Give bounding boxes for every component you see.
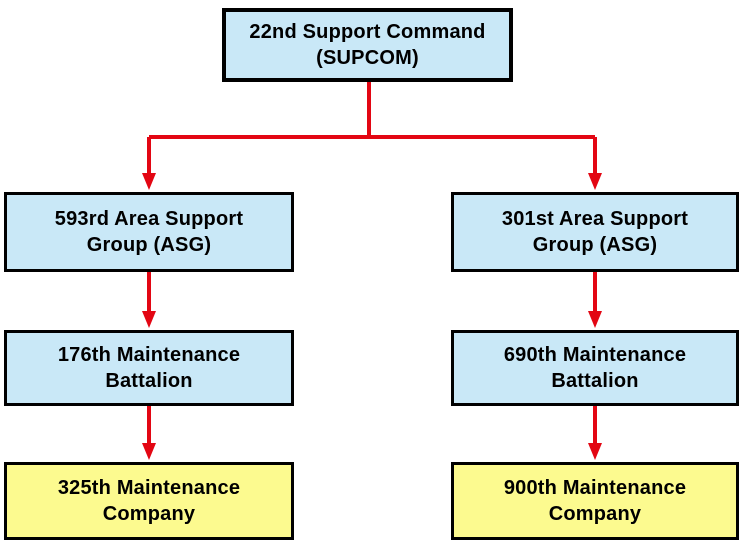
node-co-900-label: 900th Maintenance Company [504, 475, 686, 527]
node-label-line: (SUPCOM) [316, 47, 419, 69]
node-label-line: 301st Area Support [501, 208, 689, 230]
node-asg-593: 593rd Area Support Group (ASG) [4, 192, 294, 272]
node-bn-690-label: 690th Maintenance Battalion [504, 342, 686, 394]
node-label-line: 593rd Area Support [54, 208, 244, 230]
connector-supcom-split [149, 80, 595, 139]
node-co-900: 900th Maintenance Company [451, 462, 739, 540]
node-label-line: 325th Maintenance [57, 477, 241, 499]
node-label-line: Company [548, 503, 642, 525]
arrowhead-co325-icon [142, 443, 156, 460]
node-bn-176-label: 176th Maintenance Battalion [58, 342, 240, 394]
node-asg-593-label: 593rd Area Support Group (ASG) [55, 206, 243, 258]
node-label-line: Group (ASG) [86, 234, 212, 256]
arrowhead-asg593-icon [142, 173, 156, 190]
node-supcom: 22nd Support Command (SUPCOM) [222, 8, 513, 82]
arrowhead-co900-icon [588, 443, 602, 460]
node-label-line: 22nd Support Command [249, 21, 486, 43]
node-label-line: 690th Maintenance [503, 344, 687, 366]
node-co-325-label: 325th Maintenance Company [58, 475, 240, 527]
node-label-line: 900th Maintenance [503, 477, 687, 499]
arrowhead-bn690-icon [588, 311, 602, 328]
node-asg-301: 301st Area Support Group (ASG) [451, 192, 739, 272]
node-label-line: Battalion [551, 370, 639, 392]
node-label-line: Battalion [105, 370, 193, 392]
node-bn-690: 690th Maintenance Battalion [451, 330, 739, 406]
node-co-325: 325th Maintenance Company [4, 462, 294, 540]
node-label-line: 176th Maintenance [57, 344, 241, 366]
node-label-line: Company [102, 503, 196, 525]
node-label-line: Group (ASG) [532, 234, 658, 256]
node-supcom-label: 22nd Support Command (SUPCOM) [249, 19, 485, 71]
arrowhead-asg301-icon [588, 173, 602, 190]
node-bn-176: 176th Maintenance Battalion [4, 330, 294, 406]
arrowhead-bn176-icon [142, 311, 156, 328]
node-asg-301-label: 301st Area Support Group (ASG) [502, 206, 688, 258]
